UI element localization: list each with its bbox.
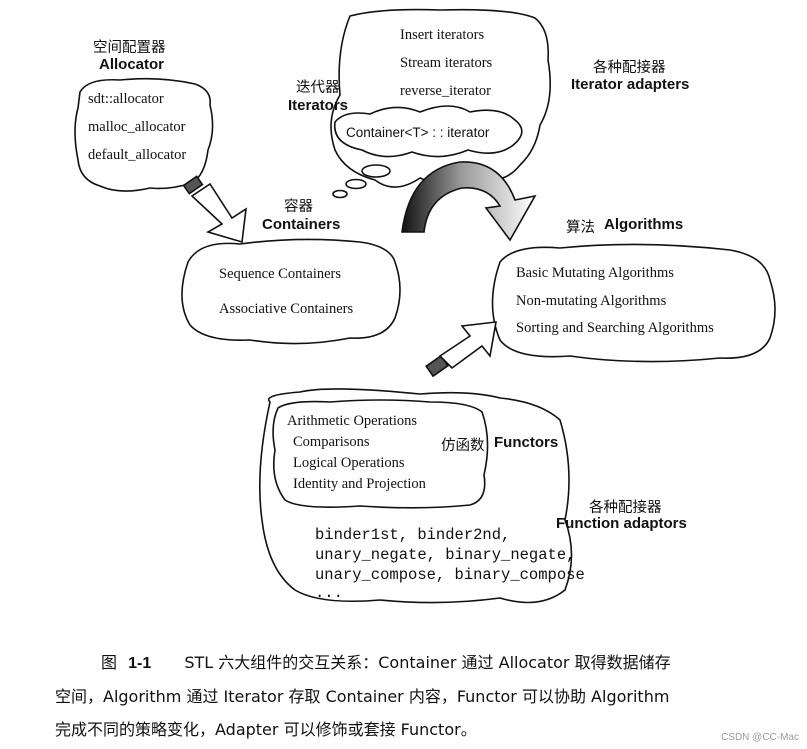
caption-line: 图 1-1 STL 六大组件的交互关系：Container 通过 Allocat…: [55, 646, 785, 680]
function-adaptor-code-line: ...: [315, 584, 343, 602]
thought-bubble: [332, 189, 348, 199]
thought-bubble: [345, 178, 367, 190]
algorithms-title-cn: 算法: [566, 220, 595, 236]
function-adaptor-code-line: unary_negate, binary_negate,: [315, 546, 576, 564]
figure-caption: 图 1-1 STL 六大组件的交互关系：Container 通过 Allocat…: [55, 646, 785, 746]
algorithm-item: Basic Mutating Algorithms: [516, 265, 674, 281]
allocator-item: default_allocator: [88, 147, 187, 163]
functors-title: Functors: [494, 434, 559, 451]
iterator-adapter-item: Stream iterators: [400, 55, 493, 71]
function-adaptor-code-line: unary_compose, binary_compose: [315, 566, 585, 584]
arrow-iterators-to-algorithms: [401, 161, 537, 242]
algorithm-item: Non-mutating Algorithms: [516, 293, 667, 309]
iterator-inner-cloud: [333, 105, 523, 158]
caption-line: 空间，Algorithm 通过 Iterator 存取 Container 内容…: [55, 687, 670, 706]
figure-number: 1-1: [128, 655, 152, 672]
functors-title-cn: 仿函数: [441, 438, 485, 454]
thought-bubble: [361, 164, 391, 178]
stl-diagram-shapes: [74, 8, 776, 604]
algorithms-cloud: [491, 243, 776, 363]
arrow-allocator-to-containers: [182, 175, 247, 244]
figure-label: 图: [101, 653, 118, 672]
algorithms-title: Algorithms: [604, 216, 684, 233]
iterator-adapters-title: Iterator adapters: [571, 76, 690, 93]
functor-item: Comparisons: [293, 434, 370, 450]
caption-line: 完成不同的策略变化，Adapter 可以修饰或套接 Functor。: [55, 720, 477, 739]
iterator-adapter-item: reverse_iterator: [400, 83, 491, 99]
algorithm-item: Sorting and Searching Algorithms: [516, 320, 714, 336]
allocator-item: malloc_allocator: [88, 119, 186, 135]
containers-title: Containers: [262, 216, 341, 233]
caption-text: STL 六大组件的交互关系：Container 通过 Allocator 取得数…: [184, 653, 671, 672]
function-adaptors-title: Function adaptors: [556, 515, 687, 532]
functors-box: [272, 399, 489, 509]
function-adaptors-region: [259, 388, 573, 604]
iterator-adapters-cloud: [330, 8, 552, 188]
arrow-functors-to-algorithms: [425, 321, 497, 378]
containers-cloud: [181, 238, 401, 345]
iterators-title: Iterators: [288, 97, 349, 114]
allocator-cloud: [74, 77, 214, 192]
function-adaptors-title-cn: 各种配接器: [589, 500, 662, 516]
functor-item: Identity and Projection: [293, 476, 426, 492]
allocator-item: sdt::allocator: [88, 91, 164, 107]
iterator-adapter-item: Insert iterators: [400, 27, 485, 43]
containers-title-cn: 容器: [284, 199, 313, 215]
watermark: CSDN @CC-Mac: [721, 732, 799, 743]
function-adaptor-code-line: binder1st, binder2nd,: [315, 526, 511, 544]
allocator-title-cn: 空间配置器: [93, 40, 166, 56]
container-item: Associative Containers: [219, 301, 354, 317]
container-item: Sequence Containers: [219, 266, 342, 282]
iterator-type-label: Container<T> : : iterator: [346, 125, 490, 140]
functor-item: Arithmetic Operations: [287, 413, 418, 429]
allocator-title: Allocator: [99, 56, 165, 73]
functor-item: Logical Operations: [293, 455, 405, 471]
iterators-title-cn: 迭代器: [296, 80, 340, 96]
iterator-adapters-title-cn: 各种配接器: [593, 60, 666, 76]
